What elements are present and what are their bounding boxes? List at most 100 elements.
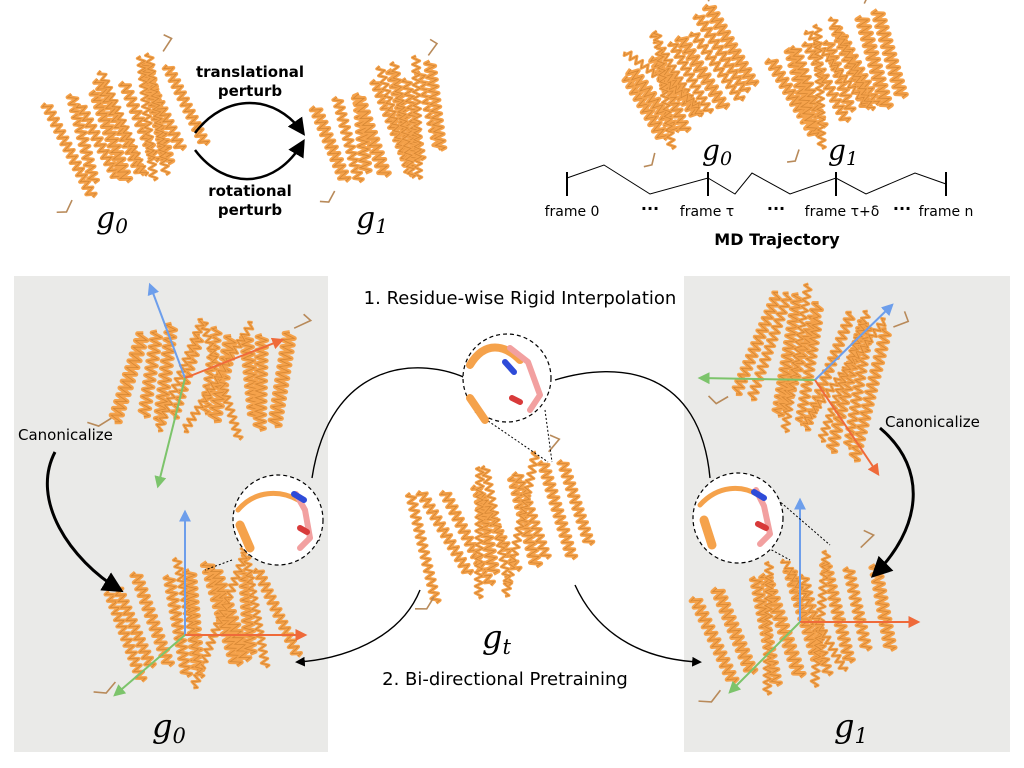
helix-outline	[675, 36, 730, 110]
helix-outline	[512, 472, 551, 559]
helix-outline	[198, 319, 243, 440]
coil-loop	[643, 152, 656, 168]
helix-outline	[818, 310, 871, 442]
helix-outline	[789, 45, 828, 128]
interpolation-arc-left	[311, 367, 471, 479]
helix-outline	[869, 564, 897, 651]
canonicalize-label-right: Canonicalize	[885, 413, 980, 431]
zoom-inset-center	[462, 333, 553, 463]
helix-outline	[762, 561, 774, 695]
coil-loop	[319, 190, 336, 203]
helix-outline	[480, 465, 513, 586]
helix-outline	[732, 292, 782, 395]
ellipsis-1: ···	[641, 199, 659, 218]
rotational-label-line1: rotational	[208, 182, 292, 200]
helix-outline	[140, 73, 186, 151]
protein-structure-top-g0	[40, 34, 211, 214]
helix-outline	[252, 568, 302, 657]
coil-loop	[548, 434, 561, 453]
helix-outline	[162, 64, 210, 146]
pretrain-arrow-left	[295, 589, 421, 667]
helix-outline	[136, 55, 158, 181]
canonicalize-label-left: Canonicalize	[18, 426, 113, 444]
coil-loop	[56, 199, 73, 214]
helix-outline	[748, 292, 792, 400]
helix-outline	[828, 16, 876, 111]
helix-outline	[501, 451, 540, 597]
helix-outline	[537, 461, 578, 560]
helix-outline	[802, 312, 855, 430]
helix-outline	[253, 334, 269, 431]
step2-label: 2. Bi-directional Pretraining	[382, 669, 628, 690]
label-bottom-gt: gt	[482, 618, 511, 659]
protein-structure-interpolated	[405, 434, 596, 610]
pretrain-arrow-right	[574, 584, 702, 667]
helix-outline	[557, 460, 595, 546]
helix-outline	[804, 30, 870, 107]
helix-outline	[802, 41, 851, 123]
coil-loop	[786, 149, 800, 163]
ellipsis-3: ···	[893, 199, 911, 218]
axis-green-left-upper	[154, 377, 186, 489]
translational-perturb-arrow	[194, 101, 306, 136]
helix-outline	[855, 16, 893, 109]
frame-label-n: frame n	[919, 204, 974, 220]
coil-loop	[87, 417, 112, 427]
helix-outline	[209, 567, 252, 662]
ellipsis-2: ···	[767, 199, 785, 218]
label-trajectory-g1: g1	[828, 134, 858, 170]
protein-structure-right-unaligned	[707, 282, 910, 463]
coil-loop	[707, 0, 710, 2]
helix-outline	[813, 24, 827, 150]
helix-outline	[849, 328, 891, 461]
rotational-label-line2: perturb	[218, 201, 283, 219]
helix-outline	[375, 66, 414, 177]
helix-outline	[703, 4, 759, 86]
canonicalize-arrow-left	[45, 451, 124, 593]
frame-label-tau: frame τ	[680, 204, 734, 220]
helix-outline	[104, 591, 147, 682]
label-bottom-g0: g0	[152, 707, 186, 748]
axis-green-right-upper	[697, 372, 816, 385]
axis-red-right-upper	[814, 379, 880, 476]
helix-outline	[130, 572, 174, 667]
protein-structure-trajectory-g1	[764, 0, 909, 163]
helix-outline	[144, 53, 171, 176]
md-trajectory-title: MD Trajectory	[714, 230, 840, 249]
helix-outline	[163, 575, 193, 677]
helix-outline	[41, 103, 97, 198]
helix-outline	[89, 90, 133, 183]
helix-outline	[668, 41, 714, 114]
label-top-g0: g0	[96, 201, 128, 238]
coil-loop	[863, 0, 867, 4]
interpolation-arc-right	[554, 371, 711, 479]
helix-outline	[689, 597, 739, 683]
helix-outline	[109, 333, 149, 423]
coil-loop	[698, 689, 722, 703]
helix-outline	[172, 557, 205, 679]
axis-blue-right-upper	[814, 303, 894, 381]
zoom-inset-left	[204, 474, 324, 571]
helix-outline	[390, 61, 416, 179]
helix-outline	[111, 585, 156, 668]
coil-loop	[893, 311, 910, 328]
axis-blue-left-upper	[147, 282, 186, 379]
helix-outline	[424, 61, 447, 151]
helix-outline	[155, 318, 205, 432]
step1-label: 1. Residue-wise Rigid Interpolation	[364, 288, 677, 309]
helix-outline	[474, 466, 485, 599]
coil-loop	[415, 596, 435, 610]
helix-outline	[411, 55, 423, 180]
rotational-perturb-arrow	[194, 138, 305, 181]
axis-green-right-lower	[728, 621, 801, 694]
frame-label-0: frame 0	[545, 204, 600, 220]
protein-structure-right-canonical	[688, 529, 898, 703]
helix-outline	[416, 490, 474, 575]
axis-red-left-upper	[184, 337, 285, 379]
helix-outline	[843, 567, 872, 651]
coil-loop	[93, 681, 117, 694]
helix-outline	[689, 31, 745, 102]
helix-outline	[352, 94, 391, 177]
helix-outline	[153, 323, 178, 425]
